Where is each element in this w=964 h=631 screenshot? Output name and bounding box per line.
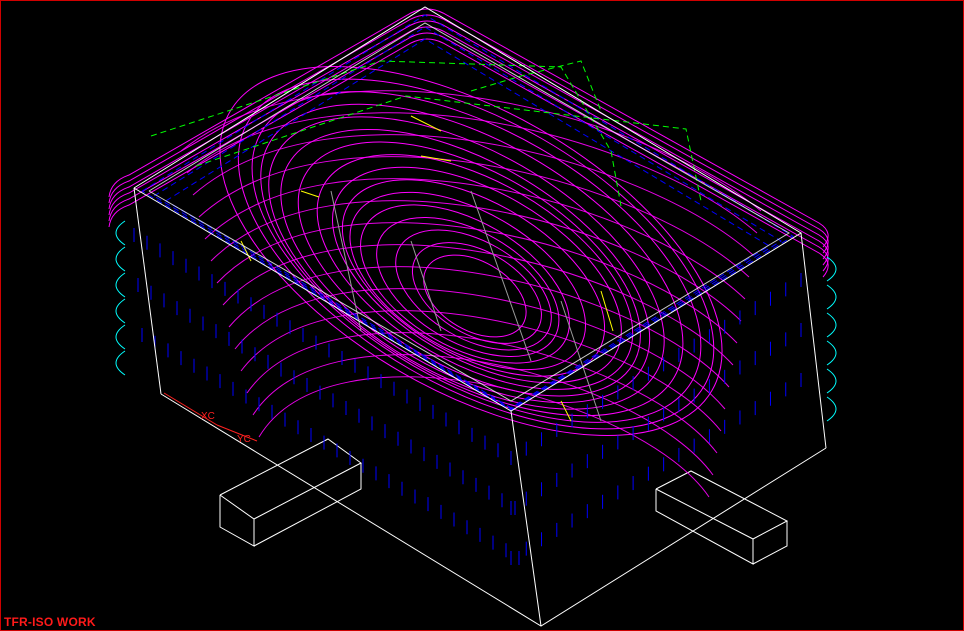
feed-segment — [420, 155, 452, 162]
view-name-label: TFR-ISO WORK — [4, 615, 96, 629]
guide-line — [410, 240, 442, 332]
feed-segment — [560, 400, 572, 422]
outer-contour-pass — [108, 8, 829, 248]
retract-arc — [826, 312, 837, 338]
xc-axis-label: XC — [201, 411, 215, 422]
rapid-outline — [141, 14, 794, 411]
retract-arc — [115, 350, 126, 376]
retract-arc — [115, 298, 126, 324]
engage-path — [195, 95, 702, 202]
fixture-supports[interactable] — [219, 438, 789, 565]
retract-arc — [115, 220, 126, 246]
swirl-pass — [186, 112, 758, 234]
pocket-pass — [411, 242, 542, 344]
block-inner-rim — [148, 22, 790, 402]
pocket-pass — [423, 254, 527, 338]
outer-contour-pass — [108, 14, 829, 254]
block-vertical-edge — [800, 232, 827, 449]
pocket-pass — [332, 166, 622, 384]
stock-block-wireframe[interactable] — [133, 6, 827, 627]
pocket-pass — [260, 103, 684, 417]
swirl-pass — [210, 200, 742, 322]
retract-arc — [826, 340, 837, 366]
block-vertical-edge — [510, 410, 542, 627]
pocket-pass — [376, 216, 560, 358]
retract-arc — [826, 396, 837, 422]
swirl-pass — [192, 134, 754, 256]
fixture-right-top — [655, 470, 789, 540]
fixture-left-top — [219, 438, 362, 520]
xc-axis-line — [163, 392, 218, 426]
swirl-pass — [246, 332, 718, 454]
engage-path — [470, 60, 602, 112]
pocket-pass — [251, 91, 702, 423]
guide-line — [330, 190, 362, 332]
swirl-pass — [258, 376, 710, 498]
swirl-pass — [252, 354, 714, 476]
retract-arc — [826, 368, 837, 394]
pocket-pass — [280, 128, 651, 404]
outer-contour-pass — [108, 20, 829, 260]
wcs-triad-icon: XC YC — [163, 392, 258, 445]
fixture-right-front — [655, 489, 754, 565]
toolpath-display[interactable] — [108, 1, 837, 565]
outer-contour-pass — [108, 26, 829, 266]
block-bottom-edges — [160, 393, 827, 627]
swirl-pass — [228, 266, 730, 388]
pocket-pass — [349, 191, 587, 371]
feed-segment — [300, 190, 320, 198]
retract-arc — [115, 324, 126, 350]
swirl-pass — [180, 90, 762, 212]
feed-segment — [410, 115, 442, 132]
fixture-right-side — [752, 521, 788, 565]
swirl-pass — [204, 178, 746, 300]
retract-arc — [826, 256, 837, 282]
swirl-pass — [198, 156, 750, 278]
swirl-pass — [216, 222, 738, 344]
guide-line — [470, 190, 532, 362]
rapid-outline — [165, 38, 770, 409]
swirl-pass — [240, 310, 722, 432]
yc-axis-line — [216, 424, 258, 442]
retract-arc — [826, 284, 837, 310]
feed-segment — [240, 240, 252, 262]
pocket-pass — [219, 66, 723, 436]
retract-arc — [115, 272, 126, 298]
outer-contour-pass — [108, 38, 829, 278]
fixture-left-front — [219, 495, 255, 547]
block-vertical-edge — [133, 187, 162, 395]
engage-path — [150, 60, 622, 207]
pocket-pass — [341, 179, 606, 377]
retract-arc — [115, 246, 126, 272]
pocket-pass — [297, 141, 641, 397]
swirl-pass — [234, 288, 726, 410]
pocket-pass — [360, 204, 570, 364]
pocket-pass — [237, 78, 715, 430]
rapid-outline — [153, 26, 782, 410]
feed-segment — [600, 290, 614, 332]
yc-axis-label: YC — [237, 434, 251, 445]
guide-line — [560, 300, 602, 422]
fixture-left-side — [253, 463, 362, 547]
pocket-pass — [268, 116, 665, 410]
